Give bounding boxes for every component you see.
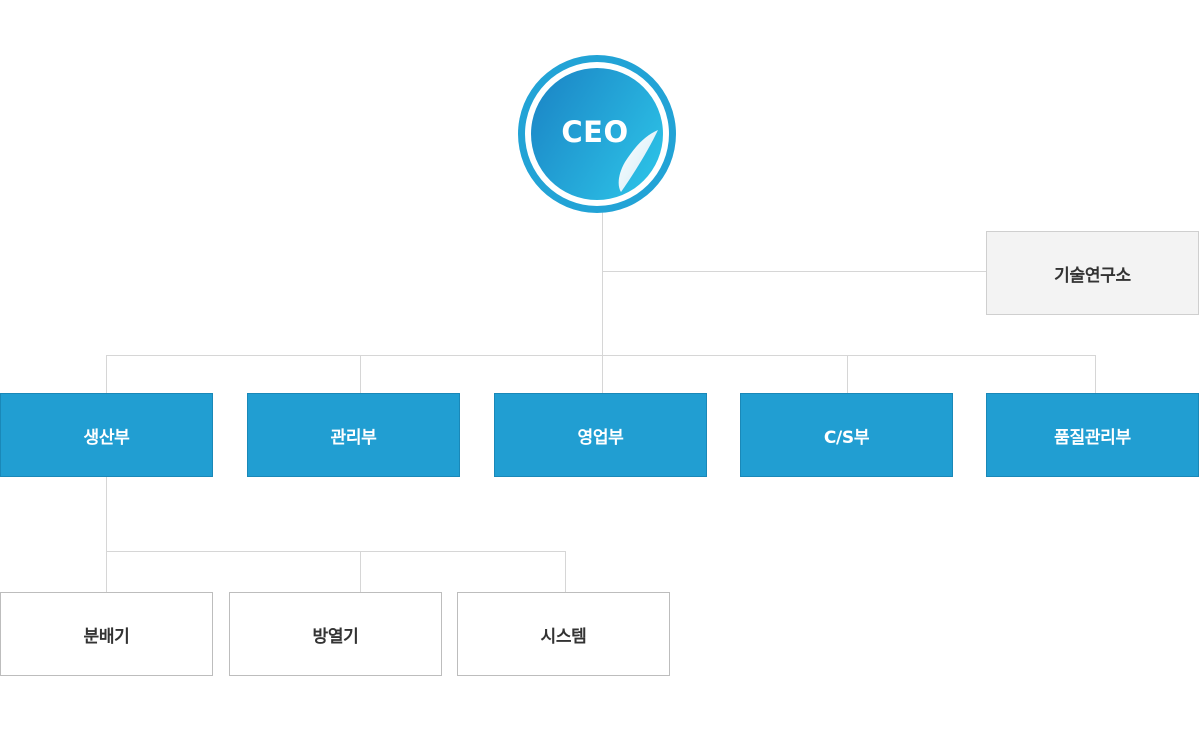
research-lab-label: 기술연구소 [1054, 265, 1131, 286]
department-quality: 품질관리부 [986, 393, 1199, 477]
connector-dept-bus [106, 355, 1096, 356]
research-lab-box: 기술연구소 [986, 231, 1199, 315]
connector-dept-drop-4 [847, 355, 848, 393]
department-cs: C/S부 [740, 393, 953, 477]
connector-sub-drop-2 [360, 551, 361, 592]
department-label: 생산부 [83, 427, 130, 448]
department-sales: 영업부 [494, 393, 707, 477]
department-label: 영업부 [577, 427, 624, 448]
connector-sub-bus [106, 551, 566, 552]
department-management: 관리부 [247, 393, 460, 477]
connector-production-trunk [106, 477, 107, 592]
subunit-label: 방열기 [312, 626, 359, 647]
subunit-label: 시스템 [540, 626, 587, 647]
ceo-label: CEO [561, 115, 629, 149]
connector-ceo-trunk [602, 212, 603, 393]
connector-dept-drop-5 [1095, 355, 1096, 393]
subunit-label: 분배기 [83, 626, 130, 647]
subunit-distributor: 분배기 [0, 592, 213, 676]
department-label: 관리부 [330, 427, 377, 448]
connector-dept-drop-1 [106, 355, 107, 393]
department-production: 생산부 [0, 393, 213, 477]
connector-lab-branch [602, 271, 986, 272]
department-label: C/S부 [823, 427, 870, 448]
department-label: 품질관리부 [1054, 427, 1131, 448]
subunit-radiator: 방열기 [229, 592, 442, 676]
connector-dept-drop-2 [360, 355, 361, 393]
ceo-badge [518, 55, 676, 213]
subunit-system: 시스템 [457, 592, 670, 676]
connector-sub-drop-3 [565, 551, 566, 592]
